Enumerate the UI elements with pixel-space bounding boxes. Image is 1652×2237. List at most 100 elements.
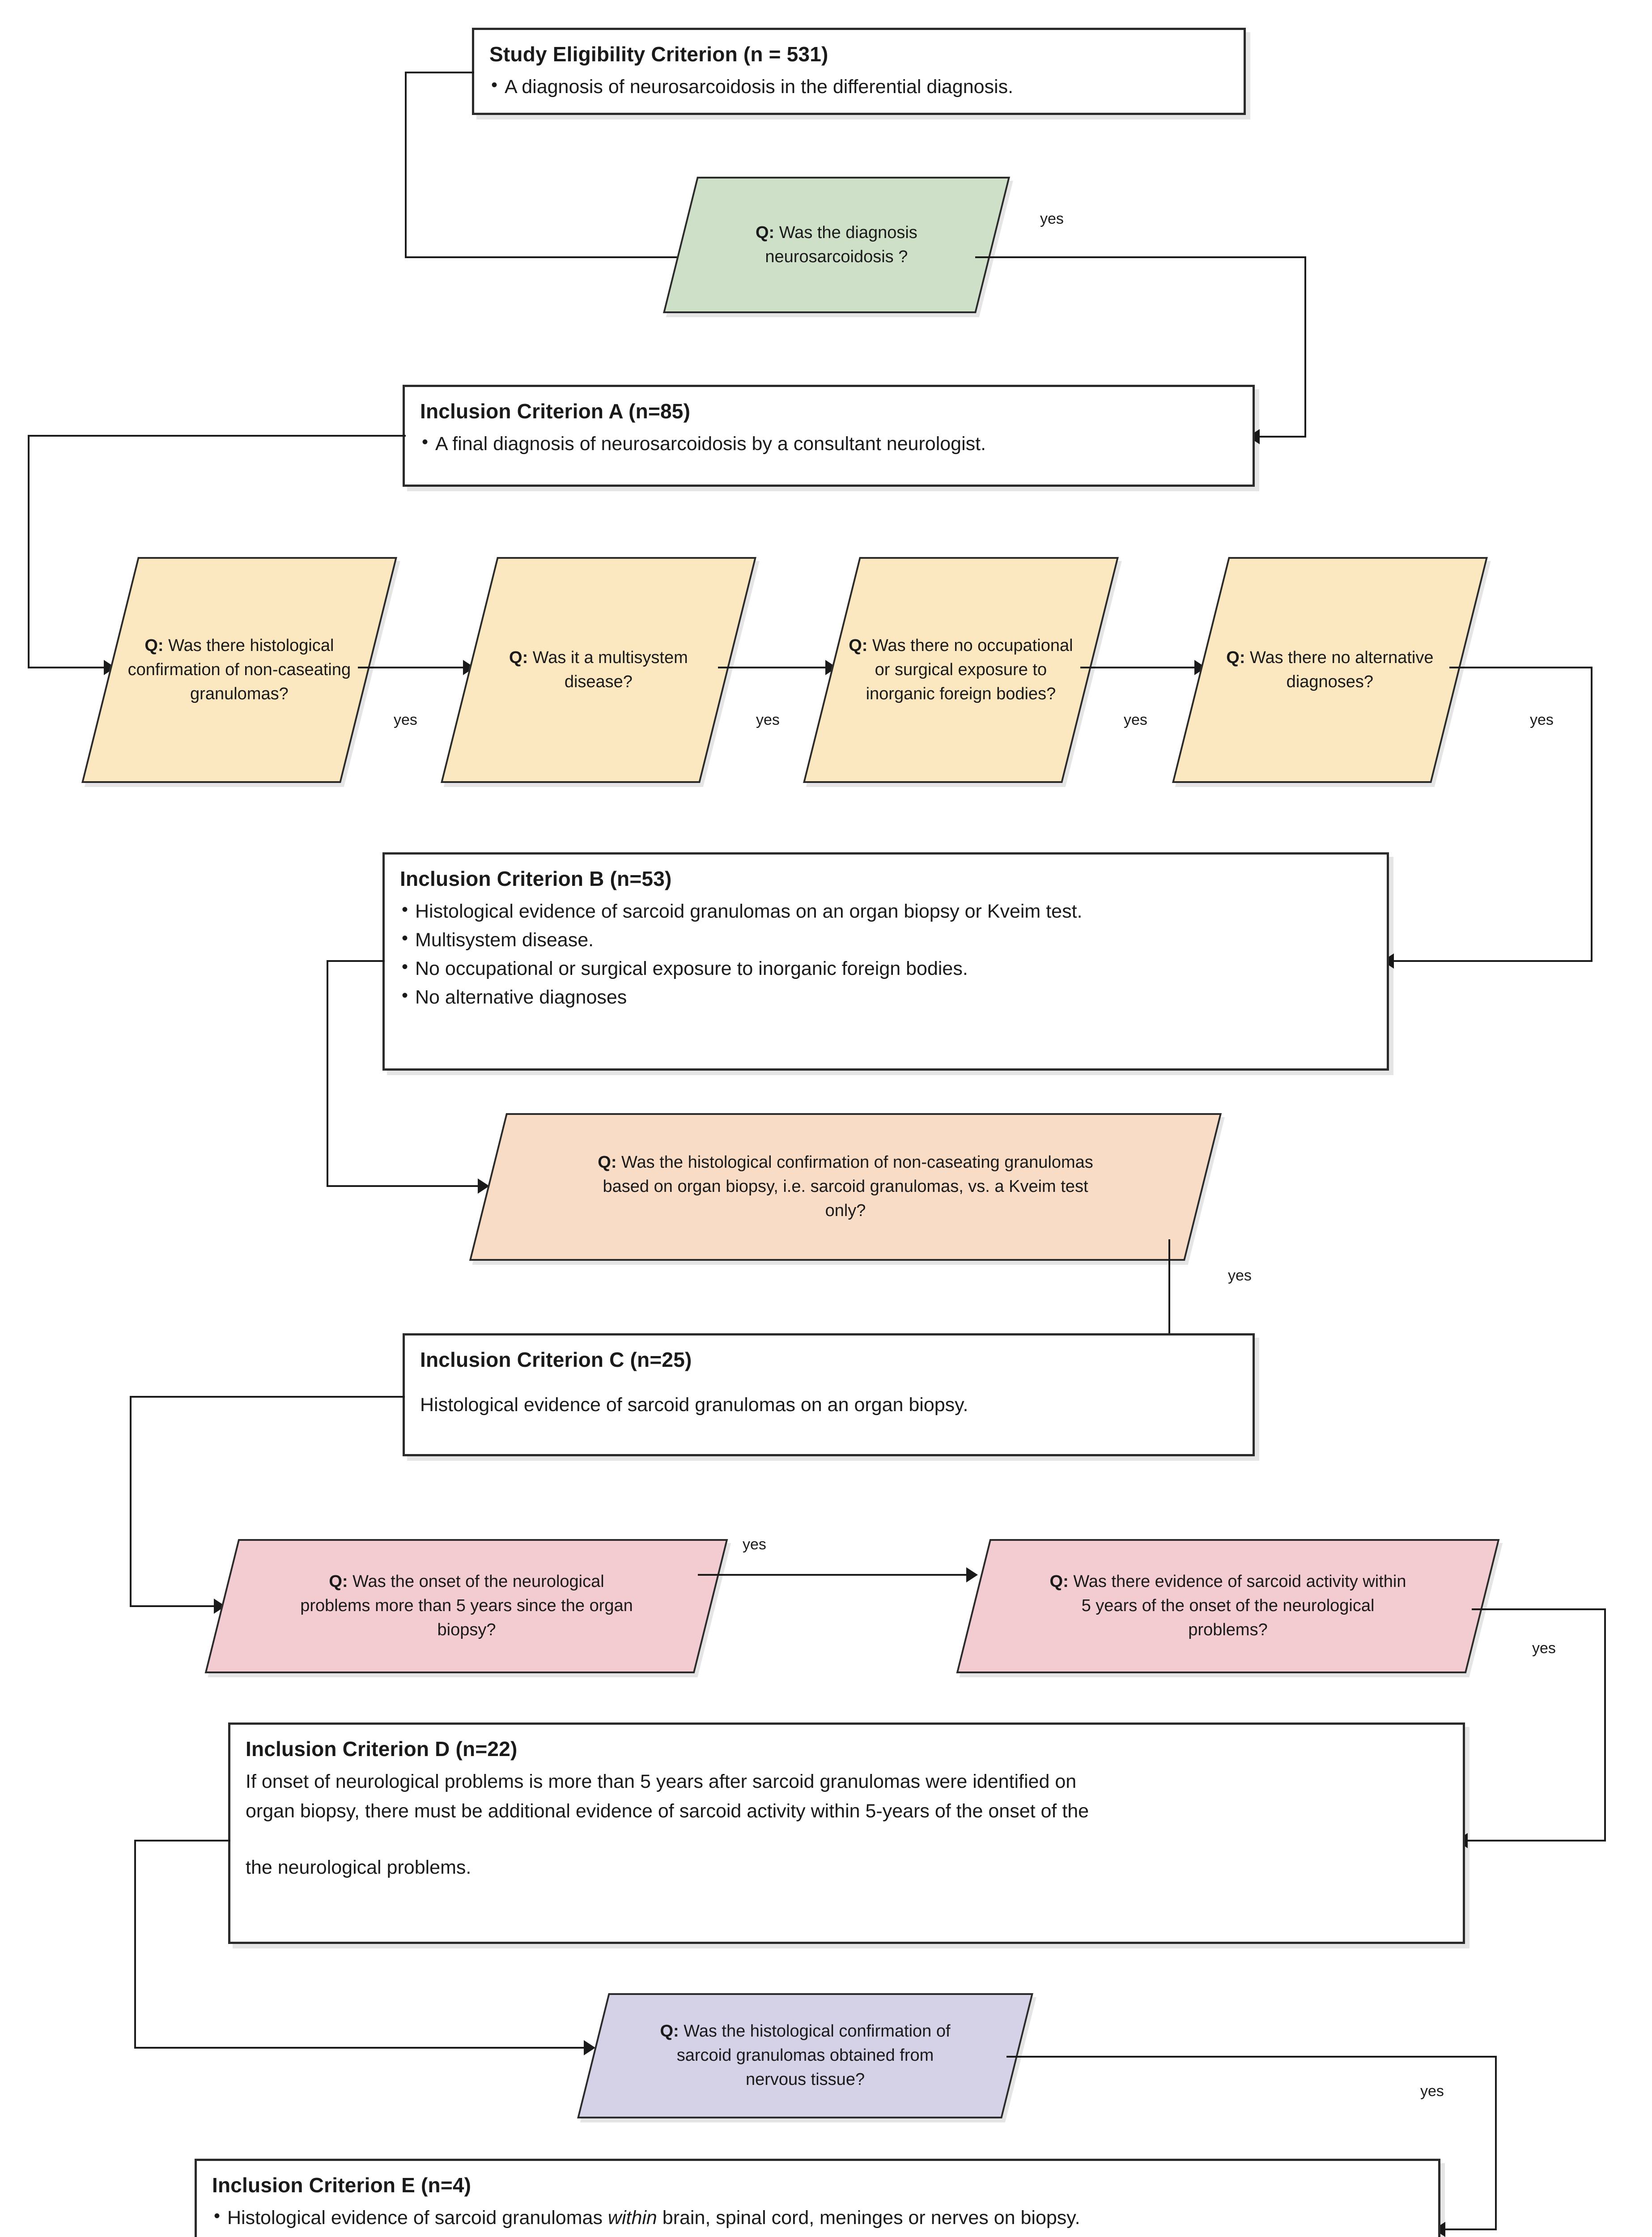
- criterion-d-body: If onset of neurological problems is mor…: [246, 1769, 1448, 1880]
- question-prefix: Q:: [328, 1572, 348, 1591]
- connector-criterion-b-left: [327, 960, 385, 962]
- question-prefix: Q:: [144, 636, 164, 655]
- question-body: Was the histological confirmation of sar…: [676, 2022, 951, 2089]
- question-prefix: Q:: [849, 636, 868, 655]
- connector-criterion-a-to-q1: [28, 667, 110, 668]
- list-item: No alternative diagnoses: [400, 983, 1372, 1010]
- question-body: Was the diagnosis neurosarcoidosis ?: [765, 223, 917, 266]
- connector-q4-to-criterion-b: [1387, 960, 1593, 962]
- criterion-e-title: Inclusion Criterion E (n=4): [212, 2173, 471, 2197]
- list-item: A diagnosis of neurosarcoidosis in the d…: [489, 72, 1228, 100]
- connector-q3-to-q4: [1080, 667, 1201, 668]
- arrow-into-q-activity: [966, 1567, 978, 1582]
- study-eligibility-title: Study Eligibility Criterion (n = 531): [489, 43, 828, 66]
- question-alternative-text: Q: Was there no alternative diagnoses?: [1202, 646, 1458, 694]
- question-body: Was it a multisystem disease?: [528, 648, 688, 691]
- question-prefix: Q:: [598, 1153, 617, 1172]
- connector-criterion-b-down: [327, 960, 328, 1186]
- list-item: Multisystem disease.: [400, 926, 1372, 953]
- connector-green-to-criterion-a: [1253, 436, 1306, 438]
- criterion-a-box: Inclusion Criterion A (n=85) A final dia…: [403, 385, 1255, 487]
- criterion-d-line1: If onset of neurological problems is mor…: [246, 1770, 1077, 1792]
- criterion-e-box: Inclusion Criterion E (n=4) Histological…: [195, 2159, 1440, 2237]
- connector-q1-to-q2: [358, 667, 470, 668]
- criterion-e-b1-pre: Histological evidence of sarcoid granulo…: [227, 2207, 608, 2228]
- connector-purple-down: [1495, 2056, 1497, 2230]
- connector-pink2-to-criterion-d: [1461, 1840, 1606, 1841]
- connector-pink1-to-pink2: [698, 1574, 973, 1576]
- study-eligibility-box: Study Eligibility Criterion (n = 531) A …: [472, 28, 1246, 115]
- edge-label-yes-green: yes: [1040, 210, 1064, 227]
- criterion-d-line2: organ biopsy, there must be additional e…: [246, 1800, 1089, 1822]
- question-prefix: Q:: [1226, 648, 1245, 667]
- list-item: Histological evidence of sarcoid granulo…: [212, 2203, 1423, 2231]
- connector-eligibility-down: [405, 72, 407, 257]
- question-body: Was the histological confirmation of non…: [603, 1153, 1093, 1220]
- edge-label-yes-q2: yes: [756, 711, 780, 728]
- question-no-alternative-diagnoses: Q: Was there no alternative diagnoses?: [1172, 557, 1488, 783]
- connector-criterion-c-left: [130, 1396, 405, 1398]
- question-multisystem-text: Q: Was it a multisystem disease?: [471, 646, 726, 694]
- edge-label-yes-purple: yes: [1420, 2083, 1444, 2100]
- edge-label-yes-q4: yes: [1530, 711, 1554, 728]
- criterion-d-title: Inclusion Criterion D (n=22): [246, 1737, 518, 1761]
- connector-criterion-d-down: [134, 1840, 136, 2048]
- question-histological-text: Q: Was there histological confirmation o…: [111, 634, 367, 706]
- question-kveim-vs-biopsy: Q: Was the histological confirmation of …: [469, 1113, 1222, 1261]
- criterion-d-gap: [246, 1828, 1448, 1854]
- connector-criterion-b-to-peach: [327, 1185, 483, 1187]
- criterion-e-b2-pre: Sarcoid granulomas: [227, 2236, 403, 2237]
- connector-criterion-a-left: [28, 435, 406, 437]
- question-onset-more-than-5-years: Q: Was the onset of the neurological pro…: [204, 1539, 728, 1673]
- list-item: Sarcoid granulomas outside brain, spinal…: [212, 2233, 1423, 2237]
- question-nervous-text: Q: Was the histological confirmation of …: [649, 2020, 962, 2092]
- criterion-c-box: Inclusion Criterion C (n=25) Histologica…: [403, 1333, 1255, 1456]
- connector-green-down: [1304, 256, 1306, 437]
- criterion-b-title: Inclusion Criterion B (n=53): [400, 867, 672, 890]
- question-body: Was the onset of the neurological proble…: [300, 1572, 633, 1639]
- connector-eligibility-to-green: [405, 256, 687, 258]
- connector-criterion-c-to-pink1: [130, 1605, 219, 1607]
- question-onset-text: Q: Was the onset of the neurological pro…: [288, 1570, 646, 1642]
- question-neurosarcoidosis-text: Q: Was the diagnosis neurosarcoidosis ?: [682, 221, 991, 269]
- connector-purple-to-criterion-e: [1438, 2228, 1496, 2230]
- connector-purple-right: [1006, 2056, 1497, 2058]
- criterion-c-text: Histological evidence of sarcoid granulo…: [420, 1394, 968, 1416]
- connector-criterion-d-to-purple: [134, 2047, 590, 2049]
- connector-criterion-d-left: [134, 1840, 230, 1841]
- edge-label-yes-peach: yes: [1228, 1267, 1252, 1284]
- criterion-d-line3: the neurological problems.: [246, 1856, 471, 1878]
- question-histological-confirmation: Q: Was there histological confirmation o…: [81, 557, 397, 783]
- question-no-exposure: Q: Was there no occupational or surgical…: [803, 557, 1119, 783]
- edge-label-yes-pink2: yes: [1532, 1640, 1556, 1657]
- criterion-a-title: Inclusion Criterion A (n=85): [420, 400, 691, 423]
- edge-label-yes-q1: yes: [394, 711, 417, 728]
- criterion-b-box: Inclusion Criterion B (n=53) Histologica…: [382, 852, 1389, 1071]
- question-kveim-text: Q: Was the histological confirmation of …: [586, 1151, 1105, 1223]
- criterion-a-body: A final diagnosis of neurosarcoidosis by…: [420, 430, 1237, 457]
- question-prefix: Q:: [509, 648, 528, 667]
- connector-q2-to-q3: [718, 667, 832, 668]
- criterion-b-body: Histological evidence of sarcoid granulo…: [400, 897, 1372, 1010]
- study-eligibility-body: A diagnosis of neurosarcoidosis in the d…: [489, 72, 1228, 100]
- question-sarcoid-activity-5-years: Q: Was there evidence of sarcoid activit…: [956, 1539, 1500, 1673]
- connector-q4-right: [1449, 667, 1593, 668]
- edge-label-yes-pink1: yes: [743, 1536, 766, 1553]
- criterion-e-b1-post: brain, spinal cord, meninges or nerves o…: [657, 2207, 1080, 2228]
- list-item: A final diagnosis of neurosarcoidosis by…: [420, 430, 1237, 457]
- question-prefix: Q:: [1049, 1572, 1069, 1591]
- list-item: Histological evidence of sarcoid granulo…: [400, 897, 1372, 924]
- connector-pink2-right: [1472, 1608, 1606, 1610]
- criterion-c-title: Inclusion Criterion C (n=25): [420, 1348, 692, 1371]
- criterion-d-box: Inclusion Criterion D (n=22) If onset of…: [228, 1722, 1465, 1944]
- connector-pink2-down: [1604, 1608, 1606, 1841]
- question-body: Was there no occupational or surgical ex…: [866, 636, 1073, 703]
- criterion-e-b2-italic: outside: [403, 2236, 466, 2237]
- connector-eligibility-left: [405, 72, 474, 73]
- question-body: Was there no alternative diagnoses?: [1245, 648, 1434, 691]
- question-activity-text: Q: Was there evidence of sarcoid activit…: [1036, 1570, 1420, 1642]
- question-prefix: Q:: [660, 2022, 679, 2041]
- question-multisystem-disease: Q: Was it a multisystem disease?: [441, 557, 756, 783]
- connector-green-right: [975, 256, 1306, 258]
